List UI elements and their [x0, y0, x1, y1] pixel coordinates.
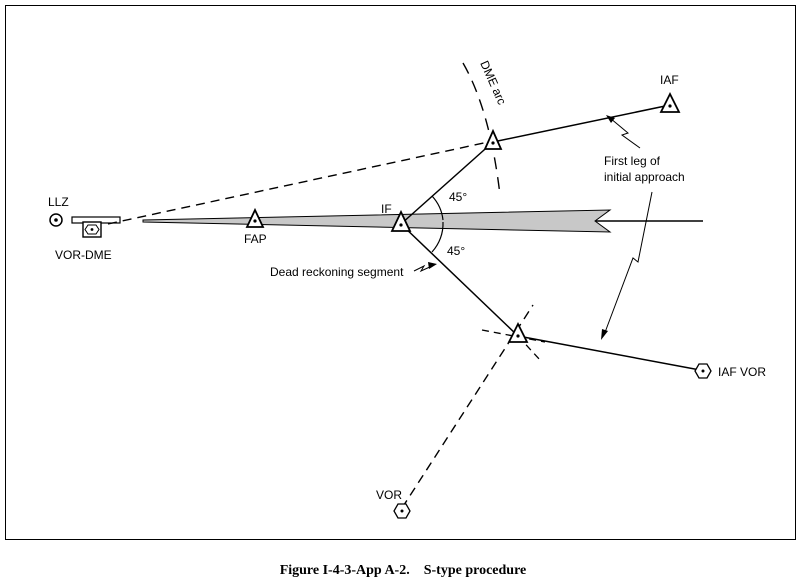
dead-reckoning-arrowhead: [428, 262, 437, 269]
vor-icon: [393, 503, 411, 519]
first-leg-leader-upper: [609, 117, 641, 149]
dead-reckoning-label: Dead reckoning segment: [270, 265, 404, 279]
upper-fix-triangle-icon: [483, 128, 503, 150]
figure-number: Figure I-4-3-App A-2.: [279, 563, 410, 578]
dme-arc: [462, 62, 501, 196]
initial-approach-first-leg: [492, 104, 671, 143]
dead-reckoning-line: [400, 223, 519, 337]
if-label: IF: [381, 202, 392, 216]
diagram-frame: [5, 5, 796, 540]
fix-cross-dashed: [481, 329, 546, 343]
first-leg-leader-lower: [603, 191, 653, 336]
dme-arc-label: DME arc: [477, 59, 509, 107]
dead-reckoning-leader: [413, 264, 433, 273]
if-triangle-icon: [390, 209, 412, 232]
fap-triangle-icon: [245, 207, 265, 228]
fap-label: FAP: [244, 232, 267, 246]
vor-label: VOR: [376, 488, 402, 502]
vor-dme-icon: [82, 221, 102, 238]
iaf-vor-leg: [517, 335, 701, 371]
figure-title: S-type procedure: [423, 563, 527, 578]
angle-lower-label: 45°: [447, 244, 465, 258]
angle-upper-label: 45°: [449, 190, 467, 204]
angle-arc-upper: [431, 195, 444, 221]
vor-dme-label: VOR-DME: [55, 248, 112, 262]
first-leg-arrowhead-lower: [601, 329, 608, 340]
dme-radial-dashed: [107, 140, 494, 225]
iaf-label: IAF: [660, 73, 679, 87]
first-leg-label-line1: First leg of: [604, 154, 661, 168]
iaf-triangle-icon: [659, 91, 681, 113]
llz-icon: [49, 213, 63, 227]
lower-fix-triangle-icon: [507, 321, 529, 343]
iaf-vor-label: IAF VOR: [718, 365, 766, 379]
angle-arc-lower: [431, 221, 444, 253]
figure-caption: Figure I-4-3-App A-2. S-type procedure: [0, 563, 806, 579]
llz-label: LLZ: [48, 195, 69, 209]
upper-turn-segment: [400, 141, 494, 225]
approach-wedge: [142, 209, 612, 233]
first-leg-arrowhead-upper: [606, 115, 615, 123]
first-leg-label-line2: initial approach: [604, 170, 685, 184]
iaf-vor-icon: [694, 363, 712, 379]
